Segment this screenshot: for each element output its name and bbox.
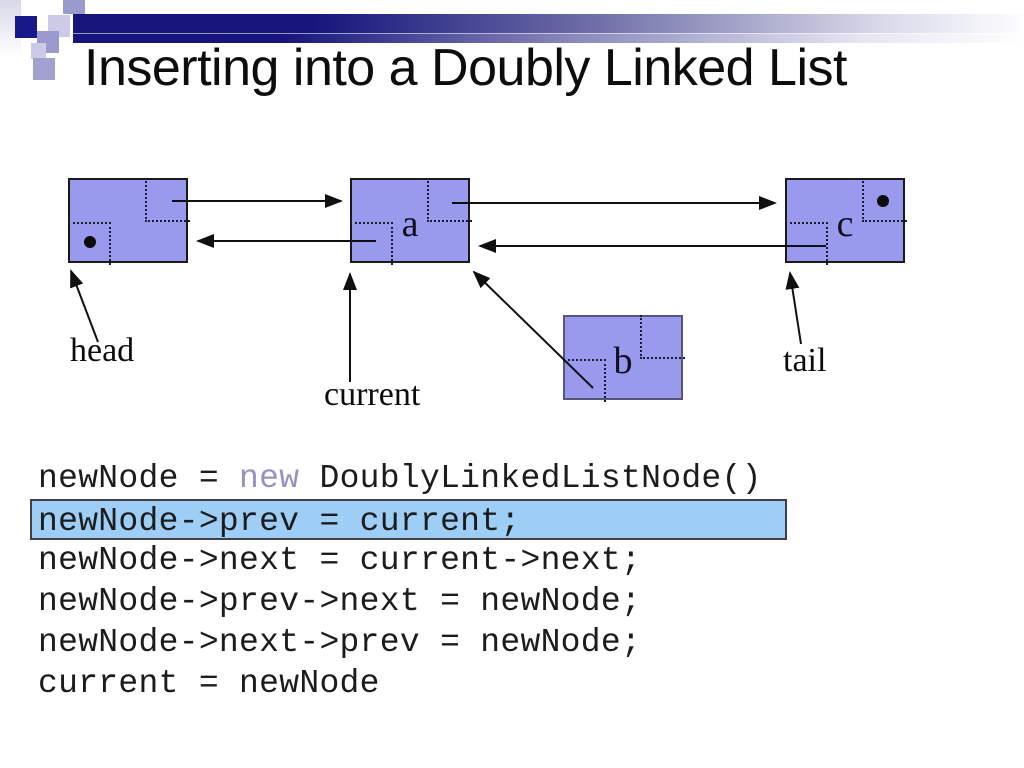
prev-field — [68, 222, 111, 265]
corner-pixel — [31, 43, 46, 59]
code-keyword: new — [239, 460, 300, 497]
head-label: head — [70, 332, 135, 369]
title-bar-gradient — [73, 14, 1024, 33]
node-letter-b: b — [613, 340, 633, 382]
current-label: current — [324, 376, 421, 413]
prev-field — [785, 222, 828, 265]
next-field — [862, 178, 907, 222]
code-line: newNode->next = current->next; — [30, 540, 787, 581]
node-b: b — [563, 315, 685, 402]
corner-decoration-strip — [0, 0, 21, 57]
code-line: current = newNode — [30, 663, 787, 704]
node-head — [68, 178, 190, 265]
code-line: newNode->prev->next = newNode; — [30, 581, 787, 622]
corner-pixel — [15, 16, 37, 38]
next-field — [427, 178, 472, 222]
code-text: newNode->prev->next = newNode; — [38, 583, 642, 620]
arrow-tail-label — [785, 271, 802, 345]
null-pointer-dot — [877, 195, 889, 207]
corner-pixel — [33, 58, 55, 80]
next-field — [145, 178, 190, 222]
node-letter-c: c — [836, 203, 854, 245]
code-text: newNode->next->prev = newNode; — [38, 624, 642, 661]
node-a: a — [350, 178, 472, 265]
prev-field — [350, 222, 393, 265]
page-title: Inserting into a Doubly Linked List — [84, 39, 847, 97]
prev-field — [563, 359, 606, 402]
null-pointer-dot — [84, 236, 96, 248]
node-letter-a: a — [401, 203, 419, 245]
code-line-highlighted: newNode->prev = current; — [30, 499, 787, 540]
code-line: newNode = new DoublyLinkedListNode() — [30, 458, 787, 499]
corner-pixel — [63, 0, 85, 14]
code-text: current = newNode — [38, 665, 380, 702]
code-line: newNode->next->prev = newNode; — [30, 622, 787, 663]
tail-label: tail — [783, 342, 827, 379]
node-c: c — [785, 178, 907, 265]
code-text: newNode = — [38, 460, 240, 497]
code-text: newNode->prev = current; — [38, 503, 521, 540]
code-text: DoublyLinkedListNode() — [299, 460, 762, 497]
code-block: newNode = new DoublyLinkedListNode()newN… — [30, 458, 787, 704]
title-bar-gradient-lower — [73, 33, 1024, 43]
code-text: newNode->next = current->next; — [38, 542, 642, 579]
next-field — [640, 315, 685, 359]
